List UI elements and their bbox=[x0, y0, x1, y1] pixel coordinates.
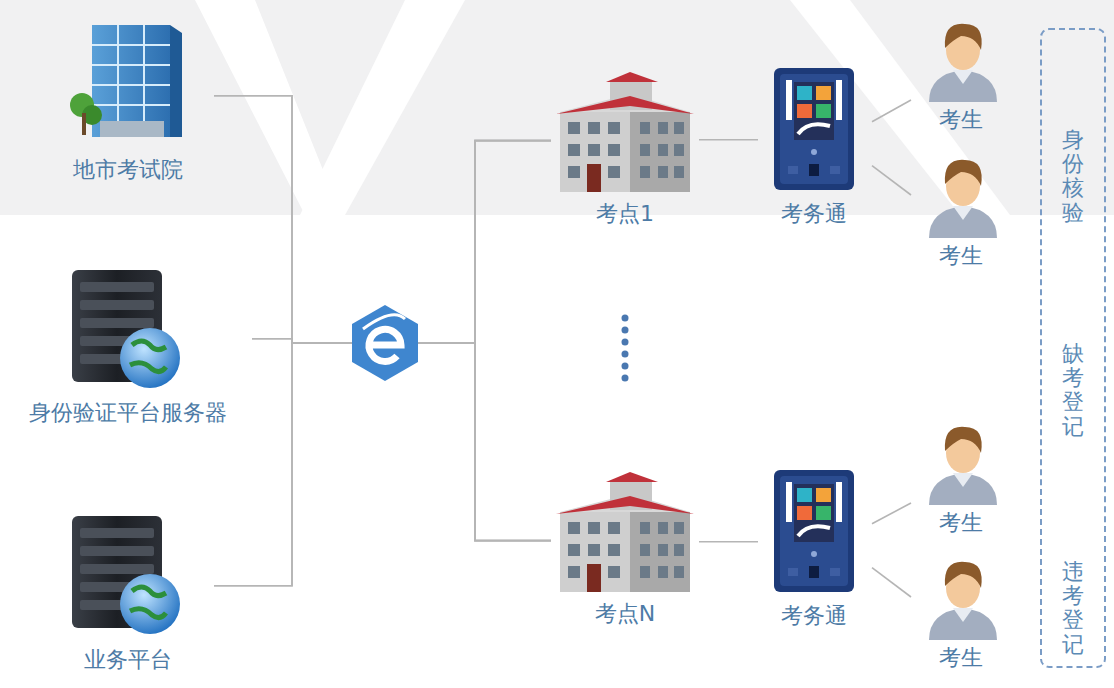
icon-node: 考生 bbox=[911, 560, 1011, 672]
connector bbox=[699, 541, 758, 543]
node-label: 身份验证平台服务器 bbox=[4, 399, 252, 427]
connector bbox=[872, 503, 911, 524]
icon-node: 考生 bbox=[911, 425, 1011, 537]
icon-node: 身份验证平台服务器 bbox=[4, 265, 252, 427]
node-label: 考点1 bbox=[551, 200, 699, 228]
node-label: 考生 bbox=[911, 242, 1011, 270]
node-label: 考务通 bbox=[758, 200, 870, 228]
connector bbox=[214, 141, 551, 586]
node-label: 考生 bbox=[911, 509, 1011, 537]
node-label: 考生 bbox=[911, 106, 1011, 134]
function-label: 缺考登记 bbox=[1062, 342, 1084, 439]
icon-node: 业务平台 bbox=[41, 512, 214, 674]
icon-node: 考生 bbox=[911, 22, 1011, 134]
function-label: 身份核验 bbox=[1062, 128, 1084, 225]
icon-node: 考生 bbox=[911, 158, 1011, 270]
node-label: 考生 bbox=[911, 644, 1011, 672]
node-label: 考点N bbox=[551, 600, 699, 628]
node-label: 地市考试院 bbox=[41, 156, 214, 184]
function-panel: 身份核验缺考登记违考登记 bbox=[1040, 28, 1106, 668]
connector bbox=[872, 568, 911, 597]
icon-node: 考务通 bbox=[758, 468, 870, 630]
function-label: 违考登记 bbox=[1062, 560, 1084, 657]
icon-node: 地市考试院 bbox=[41, 22, 214, 184]
node-label: 考务通 bbox=[758, 602, 870, 630]
icon-node: 考点1 bbox=[551, 68, 699, 228]
connector bbox=[214, 96, 551, 343]
connector bbox=[252, 141, 551, 343]
connector bbox=[872, 166, 911, 195]
node-label: 业务平台 bbox=[41, 646, 214, 674]
connector bbox=[214, 96, 551, 541]
connector bbox=[872, 100, 911, 122]
icon-node: 考点N bbox=[551, 468, 699, 628]
icon-node: 考务通 bbox=[758, 66, 870, 228]
connector bbox=[699, 139, 758, 141]
